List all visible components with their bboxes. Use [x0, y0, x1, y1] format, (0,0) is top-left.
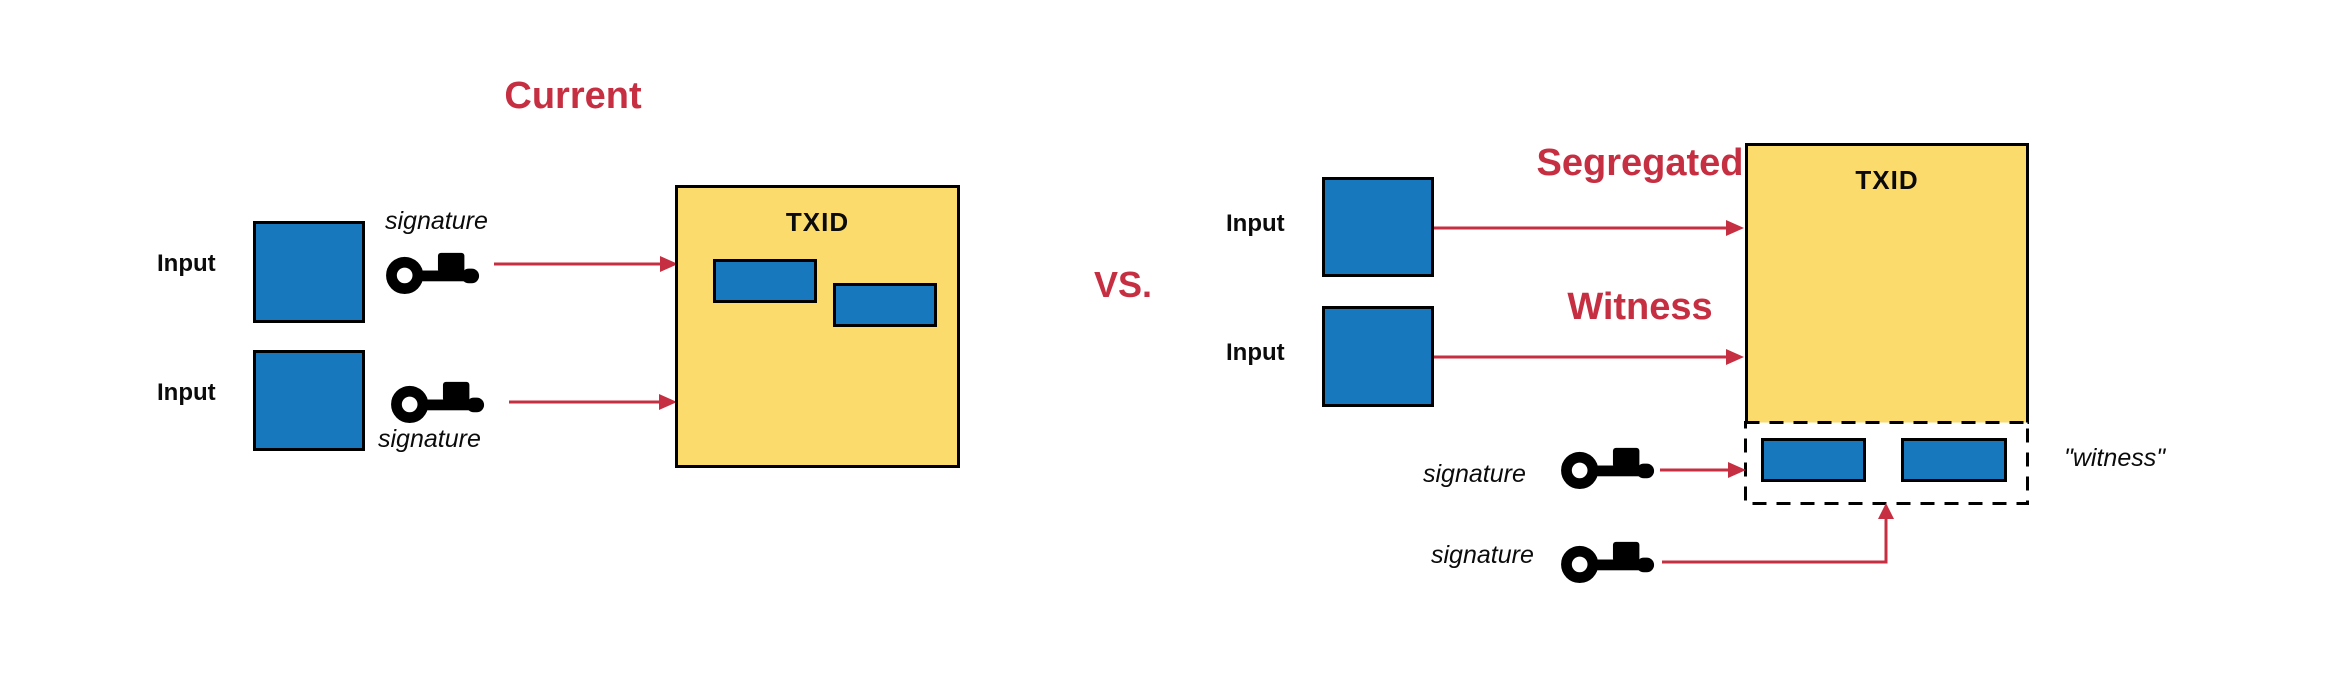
input-label: Input	[1226, 210, 1285, 237]
signature-label: signature	[1423, 460, 1526, 488]
witness-signature-bar	[1761, 438, 1866, 482]
current-diagram: Current Input signature Input signature	[0, 0, 1040, 679]
witness-signature-bar	[1901, 438, 2007, 482]
signature-label: signature	[385, 207, 488, 235]
vs-label: VS.	[1093, 264, 1153, 305]
arrow-icon	[509, 394, 677, 410]
input-box	[253, 221, 365, 323]
signature-label: signature	[1431, 541, 1534, 569]
key-icon	[391, 381, 485, 424]
segwit-title-line2: Witness	[1567, 286, 1713, 328]
current-title: Current	[504, 75, 642, 117]
input-box	[1322, 306, 1434, 407]
elbow-arrow-icon	[1662, 503, 1894, 564]
key-icon	[1561, 447, 1655, 490]
segwit-title: Segregated Witness	[1490, 43, 1790, 427]
segwit-title-line1: Segregated	[1536, 142, 1744, 184]
segwit-diagram: Segregated Witness Input Input TXID "wit…	[1040, 0, 2349, 679]
input-box	[253, 350, 365, 451]
input-label: Input	[157, 379, 216, 406]
signature-label: signature	[378, 425, 481, 453]
input-box	[1322, 177, 1434, 277]
arrow-icon	[1660, 462, 1746, 478]
txid-label: TXID	[785, 207, 850, 237]
key-icon	[1561, 541, 1655, 584]
key-icon	[386, 252, 480, 295]
arrow-icon	[1434, 349, 1744, 365]
txid-box	[1745, 143, 2029, 424]
txid-label: TXID	[1855, 165, 1919, 195]
arrow-icon	[1434, 220, 1744, 236]
embedded-signature-bar	[833, 283, 937, 327]
arrow-icon	[494, 256, 678, 272]
witness-label: "witness"	[2064, 444, 2166, 472]
embedded-signature-bar	[713, 259, 817, 303]
input-label: Input	[1226, 339, 1285, 366]
input-label: Input	[157, 250, 216, 277]
